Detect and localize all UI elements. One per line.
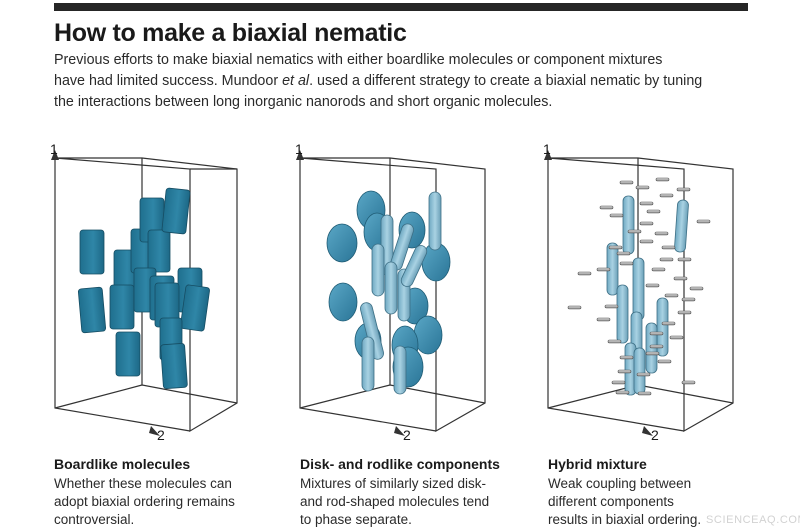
caption-text: Whether these molecules can adopt biaxia…	[54, 475, 284, 529]
disk-rod-components-group	[326, 190, 451, 395]
disk-molecule	[328, 282, 358, 322]
short-molecules	[567, 177, 711, 396]
caption-line: adopt biaxial ordering remains	[54, 494, 235, 509]
caption-title: Hybrid mixture	[548, 456, 647, 472]
caption-boardlike: Boardlike molecules Whether these molecu…	[54, 455, 284, 529]
rod-molecule	[371, 243, 385, 297]
axis-2-arrow-panel-1	[149, 426, 160, 436]
rod-molecule	[393, 345, 407, 395]
caption-disk-rod: Disk- and rodlike components Mixtures of…	[300, 455, 530, 529]
caption-line: Weak coupling between	[548, 476, 692, 491]
page-title: How to make a biaxial nematic	[54, 19, 407, 47]
caption-title: Disk- and rodlike components	[300, 456, 500, 472]
intro-line-1: Previous efforts to make biaxial nematic…	[54, 52, 663, 68]
axis-2-label-panel-3: 2	[651, 427, 659, 443]
rod-molecule	[361, 336, 375, 392]
intro-line-2: have had limited success. Mundoor et al.…	[54, 71, 754, 92]
intro-line-3: the interactions between long inorganic …	[54, 94, 553, 110]
axis-1-arrow-panel-2	[296, 150, 304, 160]
intro-line-2-start: have had limited success. Mundoor	[54, 73, 283, 89]
disk-molecule	[326, 223, 358, 263]
axis-arrows	[51, 150, 653, 436]
watermark: SCIENCEAQ.COM	[706, 514, 800, 526]
intro-et-al: et al	[282, 73, 310, 89]
axis-1-label-panel-3: 1	[543, 141, 551, 157]
caption-hybrid: Hybrid mixture Weak coupling between dif…	[548, 455, 778, 529]
rod-molecule	[384, 261, 398, 315]
caption-line: to phase separate.	[300, 512, 412, 527]
board-molecule	[115, 331, 141, 377]
axis-2-arrow-panel-3	[642, 426, 653, 436]
axis-1-arrow-panel-1	[51, 150, 59, 160]
intro-paragraph: Previous efforts to make biaxial nematic…	[54, 50, 754, 113]
board-molecule	[109, 284, 135, 330]
rod-molecule	[428, 191, 442, 251]
axis-1-label-panel-2: 1	[295, 141, 303, 157]
hybrid-mixture-group	[567, 177, 711, 396]
axis-2-label-panel-2: 2	[403, 427, 411, 443]
board-molecule	[79, 229, 105, 275]
caption-line: controversial.	[54, 512, 135, 527]
caption-line: results in biaxial ordering.	[548, 512, 702, 527]
caption-line: different components	[548, 494, 674, 509]
header-rule	[54, 3, 748, 11]
board-molecule	[147, 229, 171, 273]
board-molecule	[160, 343, 188, 389]
nanorod	[616, 284, 629, 344]
nanorod	[674, 199, 689, 253]
caption-title: Boardlike molecules	[54, 456, 191, 472]
rod-molecule	[400, 245, 428, 287]
caption-line: Whether these molecules can	[54, 476, 232, 491]
nanorod	[622, 195, 635, 255]
intro-line-2-end: . used a different strategy to create a …	[309, 73, 703, 89]
board-molecule	[180, 284, 210, 332]
board-molecule	[161, 187, 191, 235]
axis-2-arrow-panel-2	[394, 426, 405, 436]
axis-2-label-panel-1: 2	[157, 427, 165, 443]
boardlike-molecules-group	[77, 187, 210, 389]
caption-text: Mixtures of similarly sized disk- and ro…	[300, 475, 530, 529]
nanorod	[632, 257, 645, 321]
axis-1-label-panel-1: 1	[50, 141, 58, 157]
nanorod	[633, 347, 646, 395]
caption-line: and rod-shaped molecules tend	[300, 494, 490, 509]
board-molecule	[77, 286, 107, 334]
rod-molecule	[360, 302, 384, 360]
axis-1-arrow-panel-3	[544, 150, 552, 160]
caption-text: Weak coupling between different componen…	[548, 475, 778, 529]
caption-line: Mixtures of similarly sized disk-	[300, 476, 487, 491]
